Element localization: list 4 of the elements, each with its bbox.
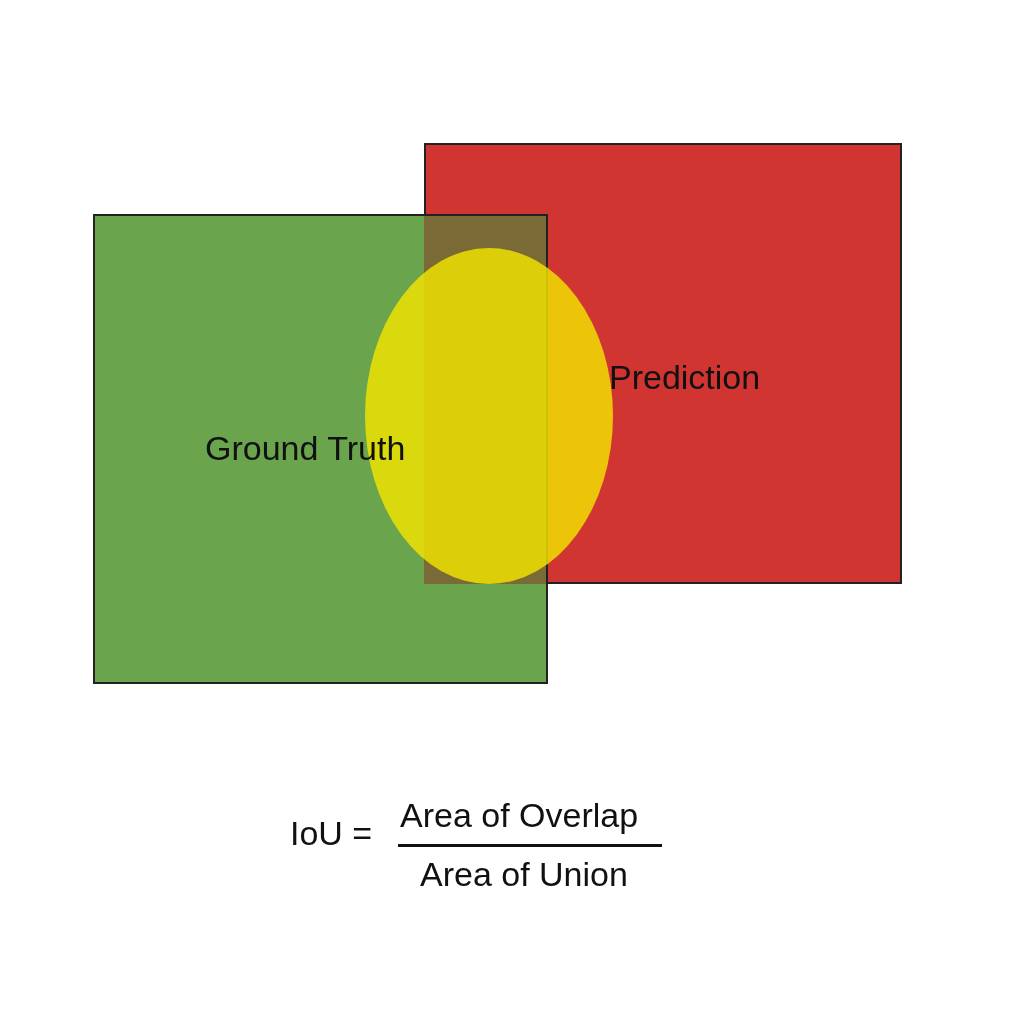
numerator-text: Area of Overlap <box>400 796 639 835</box>
formula-text: IoU = <box>290 814 373 853</box>
box-label: Prediction <box>609 358 761 397</box>
denominator-text: Area of Union <box>420 855 628 894</box>
